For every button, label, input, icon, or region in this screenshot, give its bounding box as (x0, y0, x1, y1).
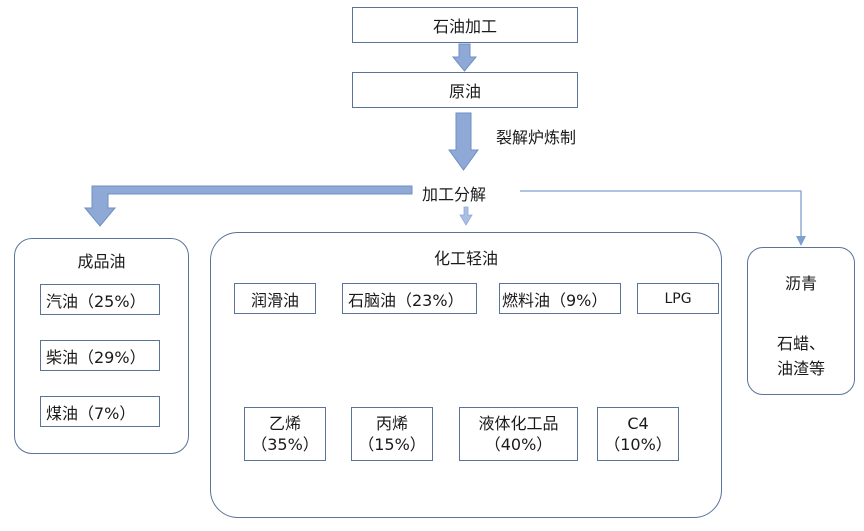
product-gasoline: 汽油（25%） (40, 284, 160, 315)
product-gasoline-label: 汽油（25%） (46, 291, 146, 311)
lpg-box: LPG (637, 283, 719, 314)
c4-pct: （10%） (604, 435, 672, 454)
propylene-pct: （15%） (358, 435, 426, 454)
lubricant-box: 润滑油 (234, 283, 316, 314)
propylene-name: 丙烯 (375, 414, 408, 433)
crude-oil-label: 原油 (448, 82, 481, 101)
asphalt-title: 沥青 (784, 274, 817, 293)
arrow-process-to-crude (451, 43, 478, 72)
light-oil-group (210, 232, 722, 518)
lubricant-label: 润滑油 (250, 290, 299, 310)
liquid-chemicals-box: 液体化工品 （40%） (459, 407, 578, 461)
arrow-head-asphalt (796, 236, 806, 246)
product-diesel-label: 柴油（29%） (46, 347, 146, 367)
arrow-crude-to-split (448, 112, 479, 171)
process-box: 石油加工 (352, 7, 578, 43)
fuel-oil-box: 燃料油（9%） (499, 283, 621, 314)
c4-name: C4 (627, 414, 649, 433)
naphtha-box: 石脑油（23%） (342, 283, 477, 314)
liquid-chemicals-name: 液体化工品 (478, 414, 559, 433)
split-label: 加工分解 (422, 185, 487, 204)
naphtha-label: 石脑油（23%） (348, 290, 464, 310)
liquid-chemicals-pct: （40%） (484, 435, 553, 454)
asphalt-line1: 石蜡、 (776, 334, 825, 353)
arrow-split-to-light-oil (459, 206, 473, 226)
lpg-label: LPG (664, 290, 692, 307)
c4-box: C4 （10%） (597, 407, 679, 461)
propylene-box: 丙烯 （15%） (351, 407, 433, 461)
crude-oil-box: 原油 (352, 72, 578, 108)
cracking-label: 裂解炉炼制 (496, 128, 577, 147)
product-kerosene: 煤油（7%） (40, 396, 160, 427)
asphalt-group (747, 247, 855, 395)
ethylene-name: 乙烯 (268, 414, 301, 433)
finished-oil-title: 成品油 (77, 252, 126, 271)
ethylene-box: 乙烯 （35%） (244, 407, 326, 461)
light-oil-title: 化工轻油 (433, 249, 498, 268)
arrow-split-to-finished-oil (83, 185, 413, 227)
process-label: 石油加工 (432, 17, 497, 36)
product-diesel: 柴油（29%） (40, 340, 160, 371)
arrow-split-to-asphalt (520, 190, 802, 240)
ethylene-pct: （35%） (251, 435, 319, 454)
product-kerosene-label: 煤油（7%） (46, 403, 136, 423)
fuel-oil-label: 燃料油（9%） (502, 290, 608, 310)
asphalt-line2: 油渣等 (776, 359, 825, 378)
